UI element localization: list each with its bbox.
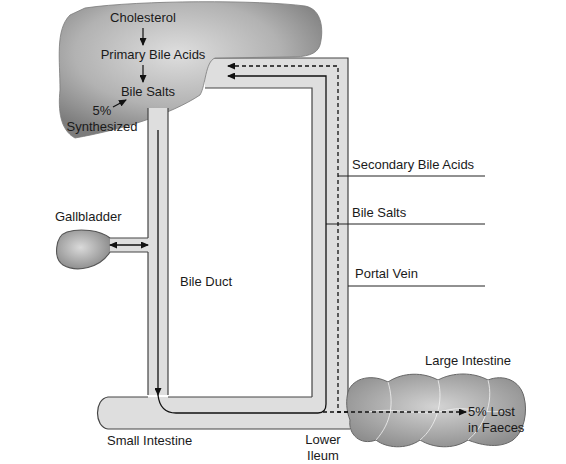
part-label: Lower Ileum — [300, 432, 346, 464]
bile-duct-wall — [148, 108, 168, 395]
portal-vein-tube — [205, 58, 348, 397]
metabolite-label: Primary Bile Acids — [88, 47, 218, 63]
gallbladder-organ: Gallbladder — [55, 228, 110, 270]
bile-flow-arrow — [157, 130, 158, 395]
shape-outline — [55, 228, 110, 270]
leader-line — [348, 286, 485, 287]
secondary-acid-return-arrow — [228, 66, 348, 412]
haustra-fold — [420, 380, 440, 440]
pathway-arrow — [113, 100, 126, 107]
shape-outline — [148, 108, 168, 395]
edge-group — [110, 66, 348, 412]
intestine-flow-line — [158, 395, 326, 413]
organ-label: Gallbladder — [55, 209, 122, 225]
liver-organ: CholesterolPrimary Bile AcidsBile Salts5… — [58, 0, 228, 130]
leader-line — [338, 176, 485, 177]
organ-label: Small Intestine — [107, 433, 192, 449]
pathway-arrow — [142, 28, 143, 45]
large-intestine-outline — [347, 374, 526, 447]
faeces-loss-arrow — [323, 411, 466, 412]
flow-label: Bile Salts — [352, 205, 406, 221]
gallbladder-wall — [57, 230, 110, 269]
bile-duct-tube: Bile Duct — [148, 108, 168, 395]
small-intestine-tube: Small Intestine — [98, 395, 350, 431]
loss-note: 5% Lost in Faeces — [468, 404, 526, 436]
gallbladder-outline — [57, 230, 110, 269]
callout-label: Portal Vein — [355, 266, 418, 282]
large-intestine-organ: Large Intestine5% Lost in Faeces — [348, 372, 526, 448]
liver-outline — [59, 2, 322, 138]
pathway-arrow — [142, 65, 143, 82]
flow-label: Secondary Bile Acids — [352, 157, 474, 173]
shape-outline — [98, 395, 350, 431]
organ-label: Large Intestine — [425, 353, 511, 369]
portal-vein-wall — [205, 58, 348, 397]
small-intestine-fill — [98, 397, 351, 429]
metabolite-label: Cholesterol — [78, 10, 208, 26]
synthesis-note: 5% Synthesized — [62, 103, 142, 135]
small-intestine-wall — [98, 397, 351, 429]
bile-duct-fill — [148, 108, 168, 395]
organ-label: Bile Duct — [180, 274, 232, 290]
bile-salt-return-arrow — [228, 76, 326, 395]
gallbladder-exchange-arrow — [110, 244, 148, 245]
portal-vein-wall — [205, 88, 312, 397]
metabolite-label: Bile Salts — [83, 84, 213, 100]
leader-line — [326, 224, 485, 225]
